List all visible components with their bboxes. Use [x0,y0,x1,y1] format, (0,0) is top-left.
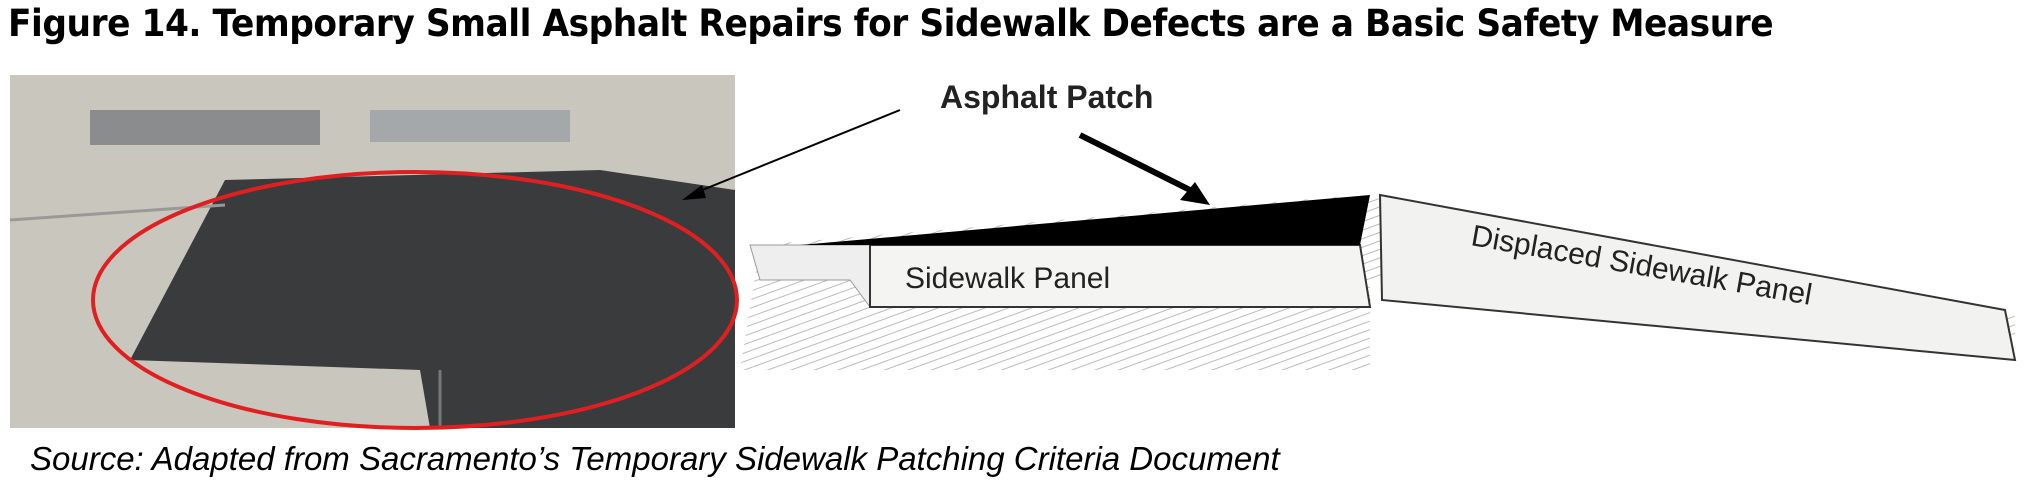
asphalt-patch-label: Asphalt Patch [940,79,1153,115]
sidewalk-photo [9,75,739,430]
figure-illustration: Asphalt Patch Sidewalk Panel Displaced S… [9,75,2017,430]
patch-diagram: Asphalt Patch Sidewalk Panel Displaced S… [682,79,2017,370]
sidewalk-panel-label: Sidewalk Panel [905,262,1110,295]
figure-caption: Source: Adapted from Sacramento’s Tempor… [30,440,1280,477]
figure-title: Figure 14. Temporary Small Asphalt Repai… [8,2,1774,45]
